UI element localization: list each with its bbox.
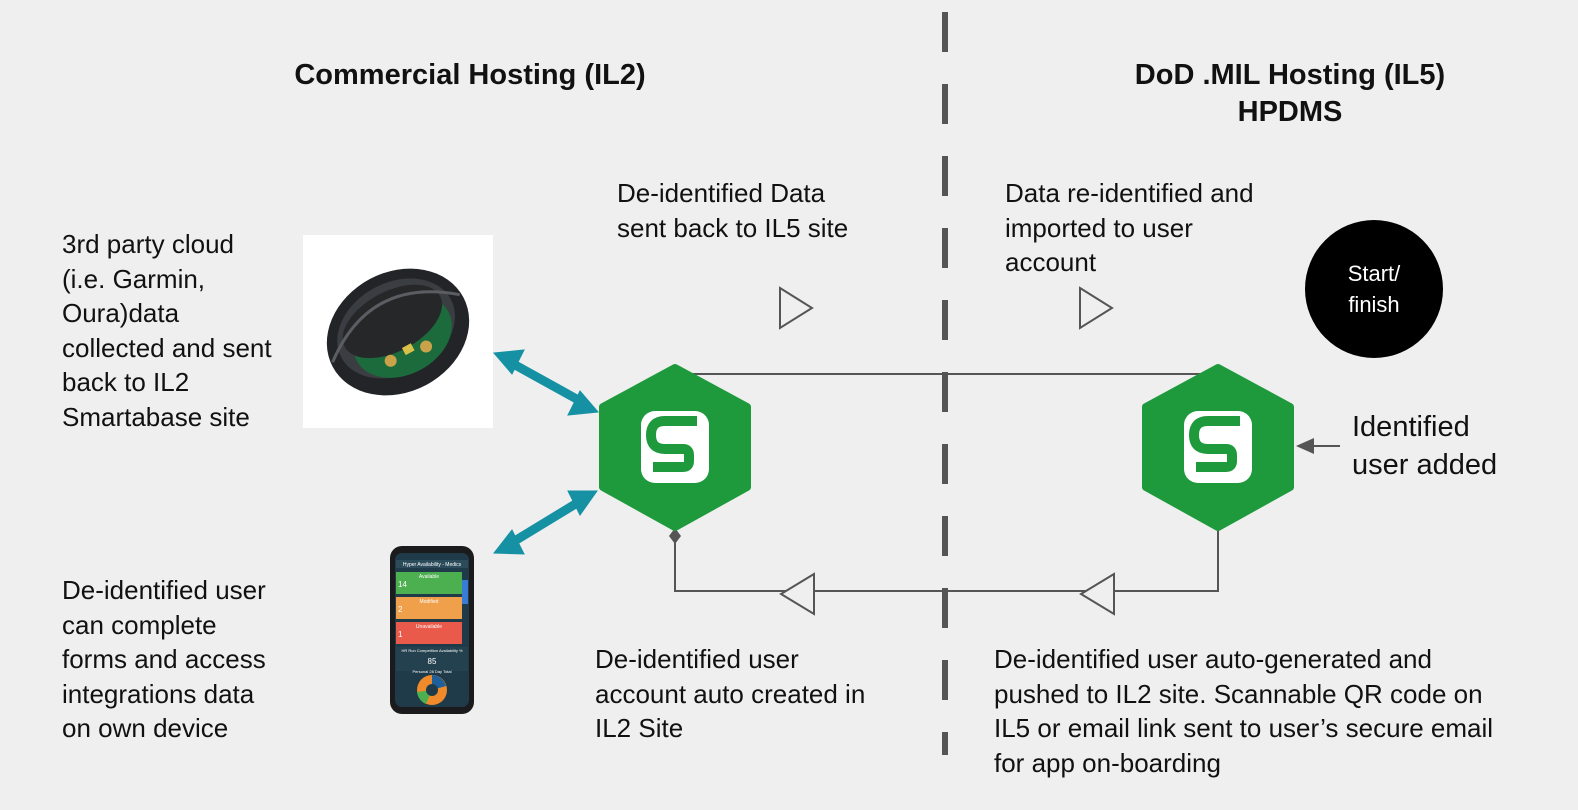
phone-chart-label: Personal 28 Day Total <box>412 669 452 674</box>
phone-metric-value: 85 <box>427 657 437 666</box>
play-triangle-icon <box>779 286 814 330</box>
smartabase-logo-icon <box>641 411 709 483</box>
il2-heading: Commercial Hosting (IL2) <box>294 59 646 91</box>
phone-icon <box>390 546 474 714</box>
start-finish-label: Start/ finish <box>1347 261 1401 317</box>
phone-row-unavailable: Unavailable 1 <box>398 624 443 639</box>
identified-user-label: Identified user added <box>1352 411 1498 481</box>
device-sync-arrow <box>492 490 598 555</box>
phone-row-available: Available 14 <box>398 574 440 589</box>
smart-ring-icon <box>303 235 493 428</box>
third-party-label: 3rd party cloud (i.e. Garmin, Oura)data … <box>62 229 272 432</box>
play-triangle-icon <box>779 572 815 616</box>
il5-heading: DoD .MIL Hosting (IL5) HPDMS <box>1040 57 1540 131</box>
phone-screen-title: Hyper Availability - Medics <box>402 562 462 568</box>
il5-smartabase-node <box>1142 364 1294 531</box>
play-triangle-icon <box>1079 572 1115 616</box>
play-triangle-icon <box>1079 286 1114 330</box>
phone-metric-label: HR Run Competition Availability % <box>401 648 463 653</box>
il5-heading-line1: DoD .MIL Hosting (IL5) <box>1134 59 1446 91</box>
phone-row-modified: Modified 2 <box>398 599 439 614</box>
smartabase-logo-icon <box>1184 411 1252 483</box>
data-reidentified-label: Data re-identified and imported to user … <box>1005 178 1254 277</box>
bottom-connector <box>674 520 1219 592</box>
deid-auto-generated-label: De-identified user auto-generated and pu… <box>994 644 1494 778</box>
il5-heading-line2: HPDMS <box>1237 96 1343 128</box>
phone-screen: Hyper Availability - Medics Available 14… <box>396 553 468 674</box>
deid-account-created-label: De-identified user account auto created … <box>595 644 866 743</box>
deid-data-sent-label: De-identified Data sent back to IL5 site <box>617 178 849 243</box>
deid-user-device-label: De-identified user can complete forms an… <box>62 575 266 743</box>
ring-sync-arrow <box>492 349 600 416</box>
start-finish-node <box>1305 220 1443 358</box>
bottom-connector-diamond <box>669 528 681 544</box>
il2-smartabase-node <box>599 364 751 531</box>
